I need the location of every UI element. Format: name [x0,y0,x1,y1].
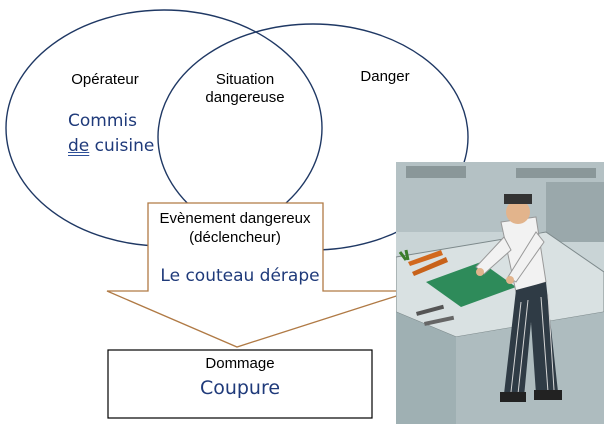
chef-cutting-board-illustration [395,162,605,424]
operator-value-cuisine: cuisine [94,136,155,156]
event-value: Le couteau dérape [160,266,320,286]
event-label-line2: (déclencheur) [189,229,281,246]
operator-value-line2: de cuisine [68,135,154,157]
operator-label: Opérateur [71,71,139,88]
damage-value: Coupure [199,377,281,399]
damage-label: Dommage [205,355,275,372]
danger-label: Danger [360,68,410,85]
operator-value-de: de [68,136,90,156]
operator-value-line1: Commis [68,111,137,131]
situation-label-line2: dangereuse [205,89,285,106]
chef-illustration-icon [395,162,605,424]
damage-box [107,349,373,419]
event-label-line1: Evènement dangereux [159,210,311,227]
event-arrow [106,202,413,348]
situation-label-line1: Situation [215,71,275,88]
